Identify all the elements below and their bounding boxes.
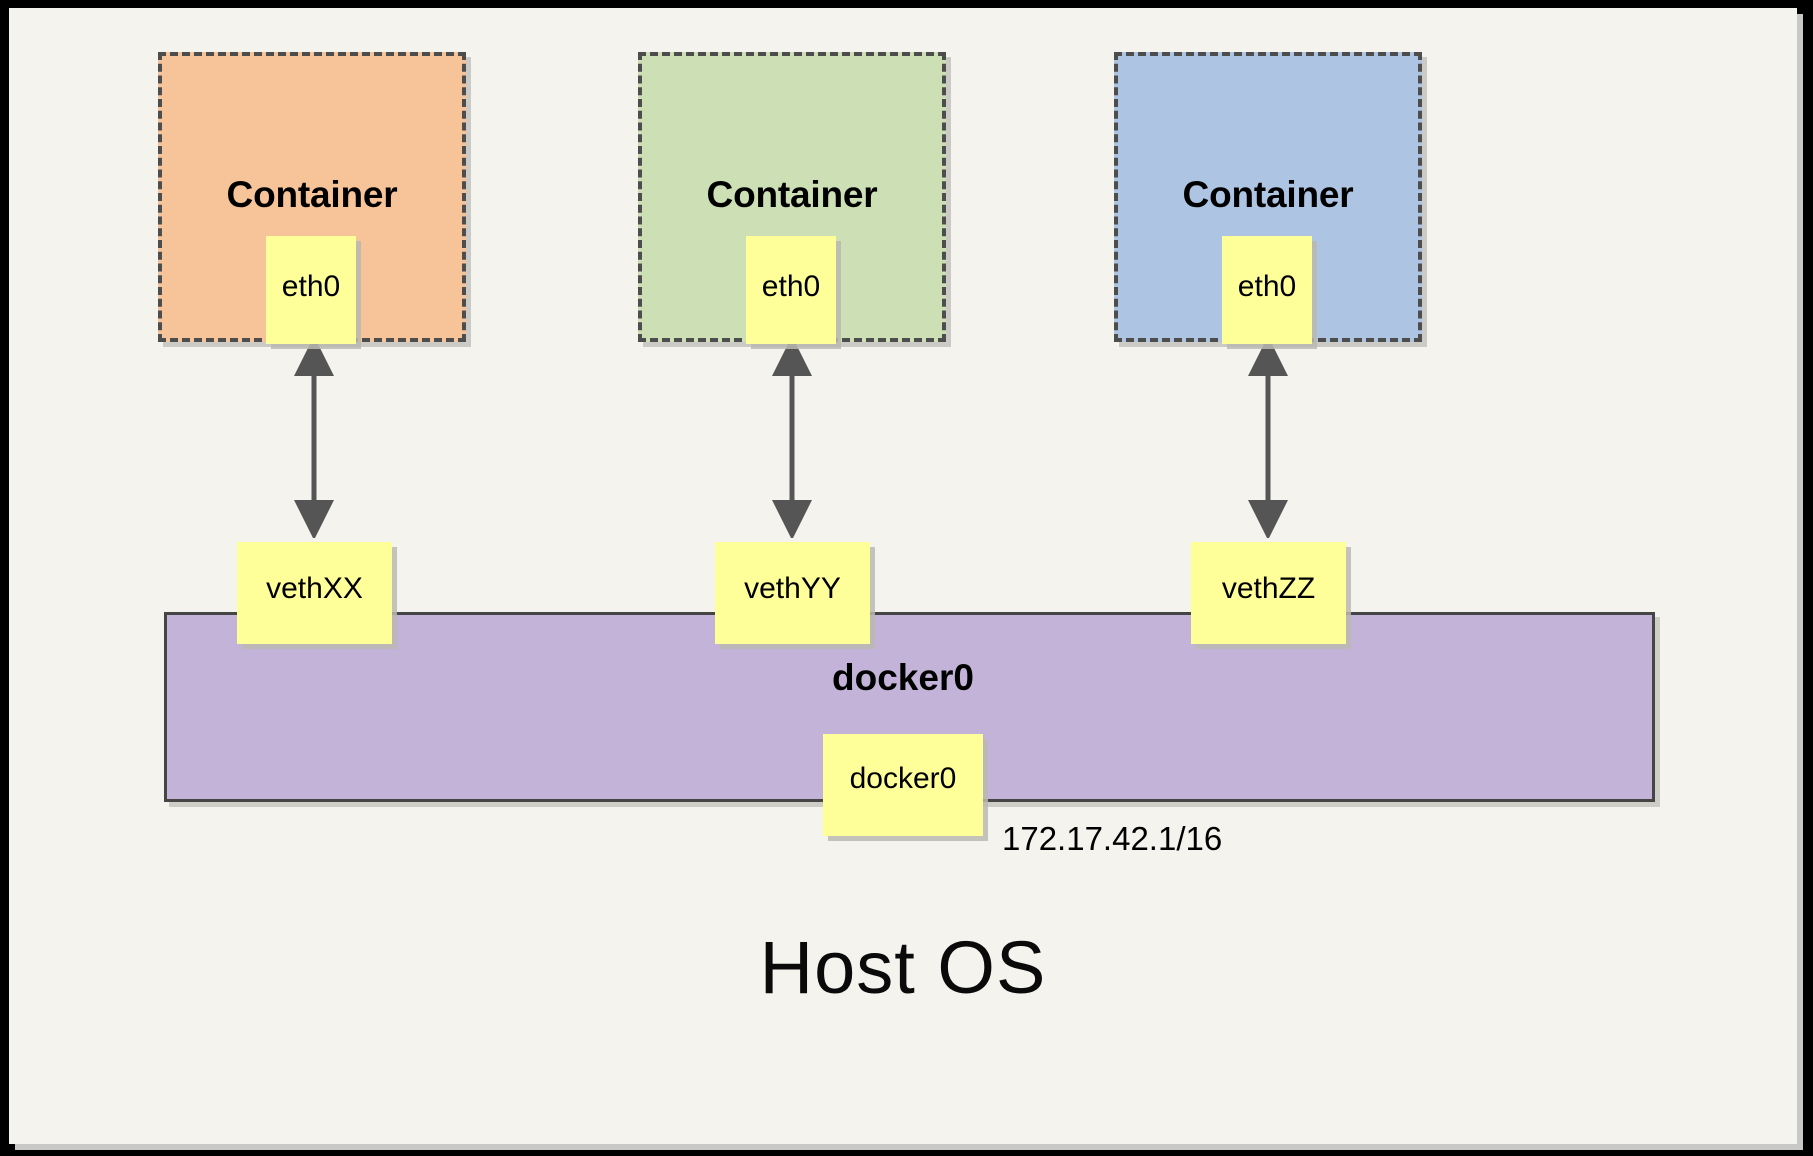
container-title-1: Container	[226, 174, 398, 215]
veth-interface-zz[interactable]: vethZZ	[1191, 542, 1346, 644]
docker0-interface-chip[interactable]: docker0	[823, 734, 983, 836]
container-title-2: Container	[706, 174, 878, 215]
container-1-eth0-interface[interactable]: eth0	[266, 236, 356, 344]
veth-interface-yy[interactable]: vethYY	[715, 542, 870, 644]
container-1-eth0-label: eth0	[281, 270, 341, 303]
container-box-2[interactable]: Container eth0	[638, 52, 946, 344]
veth-xx-label: vethXX	[266, 572, 363, 605]
arrow-container-1-to-vethxx	[294, 338, 334, 538]
docker0-ip-address: 172.17.42.1/16	[1002, 820, 1223, 857]
docker0-bridge-label: docker0	[832, 657, 974, 698]
container-box-1[interactable]: Container eth0	[158, 52, 466, 344]
container-3-eth0-label: eth0	[1237, 270, 1297, 303]
host-os-label: Host OS	[759, 926, 1047, 1009]
container-3-eth0-interface[interactable]: eth0	[1222, 236, 1312, 344]
docker0-interface-chip-label: docker0	[849, 762, 957, 795]
veth-yy-label: vethYY	[744, 572, 841, 605]
container-2-eth0-interface[interactable]: eth0	[746, 236, 836, 344]
arrow-container-3-to-vethzz	[1248, 338, 1288, 538]
arrow-container-2-to-vethyy	[772, 338, 812, 538]
container-2-eth0-label: eth0	[761, 270, 821, 303]
veth-zz-label: vethZZ	[1221, 572, 1316, 605]
container-title-3: Container	[1182, 174, 1354, 215]
diagram-canvas: Container eth0 Container eth0 Container …	[9, 8, 1797, 1144]
container-box-3[interactable]: Container eth0	[1114, 52, 1422, 344]
veth-interface-xx[interactable]: vethXX	[237, 542, 392, 644]
